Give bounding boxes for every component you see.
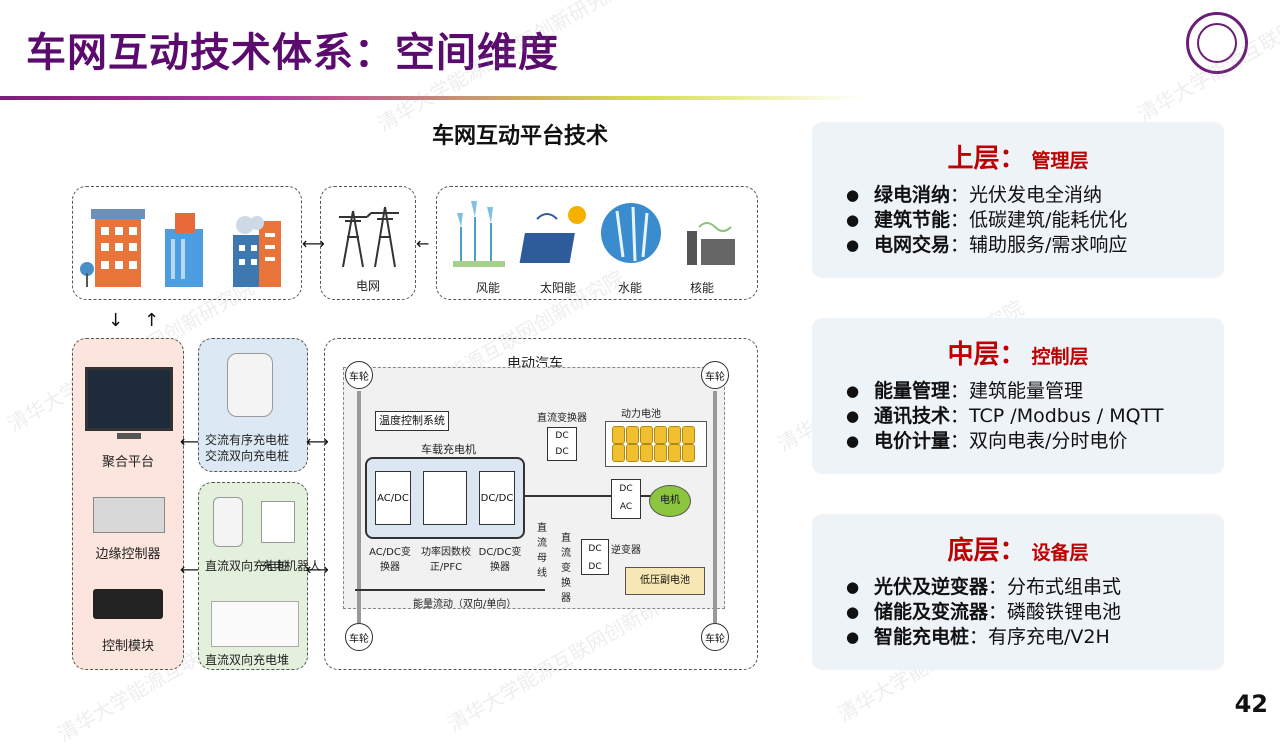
list-item: 能量管理：建筑能量管理 bbox=[846, 379, 1224, 404]
charging-robot-icon bbox=[261, 501, 295, 543]
power-battery-label: 动力电池 bbox=[621, 409, 661, 420]
slide-title: 车网互动技术体系：空间维度 bbox=[26, 30, 559, 76]
wheel-icon: 车轮 bbox=[345, 361, 373, 389]
down-arrow-icon: ↓ bbox=[108, 310, 124, 331]
energy-sources-icons bbox=[453, 201, 735, 267]
power-battery-icon bbox=[605, 421, 707, 467]
motor-icon: 电机 bbox=[649, 485, 691, 517]
panel-name: 控制层 bbox=[1031, 346, 1089, 368]
panel-bottom: 底层：设备层 光伏及逆变器：分布式组串式 储能及变流器：磷酸铁锂电池 智能充电桩… bbox=[812, 514, 1224, 670]
double-arrow-icon: ⟷ bbox=[306, 560, 329, 579]
monitor-icon bbox=[85, 367, 173, 431]
left-arrow-icon: ← bbox=[416, 234, 430, 253]
dc-stack-label: 直流双向充电堆 bbox=[205, 653, 290, 667]
ac-pile-label: 交流双向充电桩 bbox=[205, 449, 290, 463]
control-column: 聚合平台 边缘控制器 控制模块 bbox=[72, 338, 184, 670]
panel-list: 光伏及逆变器：分布式组串式 储能及变流器：磷酸铁锂电池 智能充电桩：有序充电/V… bbox=[846, 575, 1224, 650]
ev-box: 电动汽车 车轮 车轮 车轮 车轮 温度控制系统 车载充电机 AC/DC DC/D… bbox=[324, 338, 758, 670]
list-item: 光伏及逆变器：分布式组串式 bbox=[846, 575, 1224, 600]
left-item-label: 边缘控制器 bbox=[95, 547, 161, 562]
grid-label: 电网 bbox=[355, 279, 380, 293]
buildings-box bbox=[72, 186, 302, 300]
university-logo bbox=[1186, 12, 1248, 74]
source-label-nuclear: 核能 bbox=[689, 281, 714, 295]
acdc-label: AC/DC变换器 bbox=[369, 547, 411, 573]
up-arrow-icon: ↑ bbox=[144, 310, 160, 331]
acdc-chip: AC/DC bbox=[375, 471, 411, 525]
panel-level: 中层 bbox=[947, 340, 1000, 370]
panel-level: 上层 bbox=[947, 144, 1000, 174]
pfc-chip bbox=[423, 471, 467, 525]
double-arrow-icon: ⟷ bbox=[180, 432, 203, 451]
wheel-icon: 车轮 bbox=[701, 361, 729, 389]
panel-upper: 上层：管理层 绿电消纳：光伏发电全消纳 建筑节能：低碳建筑/能耗优化 电网交易：… bbox=[812, 122, 1224, 278]
list-item: 建筑节能：低碳建筑/能耗优化 bbox=[846, 208, 1224, 233]
dc-bus-label: 直流母线 bbox=[537, 523, 547, 579]
energy-sources-box: 风能 太阳能 水能 核能 bbox=[436, 186, 758, 300]
panel-name: 管理层 bbox=[1031, 150, 1089, 172]
edge-controller-icon bbox=[93, 497, 165, 533]
dcdc-chip: DC/DC bbox=[479, 471, 515, 525]
title-underline bbox=[0, 96, 860, 100]
page-number: 42 bbox=[1234, 690, 1268, 718]
source-label-solar: 太阳能 bbox=[539, 281, 576, 295]
dc-converter2-label: 直流变换器 bbox=[561, 533, 571, 604]
ac-pile-label: 交流有序充电桩 bbox=[205, 433, 290, 447]
wheel-icon: 车轮 bbox=[345, 623, 373, 651]
panel-list: 能量管理：建筑能量管理 通讯技术：TCP /Modbus / MQTT 电价计量… bbox=[846, 379, 1224, 454]
inverter-label: 逆变器 bbox=[611, 545, 641, 556]
panel-level: 底层 bbox=[947, 536, 1000, 566]
list-item: 通讯技术：TCP /Modbus / MQTT bbox=[846, 404, 1224, 429]
pfc-label: 功率因数校正/PFC bbox=[421, 547, 471, 573]
panel-middle: 中层：控制层 能量管理：建筑能量管理 通讯技术：TCP /Modbus / MQ… bbox=[812, 318, 1224, 474]
ac-pile-box: 交流有序充电桩 交流双向充电桩 bbox=[198, 338, 308, 472]
list-item: 电网交易：辅助服务/需求响应 bbox=[846, 233, 1224, 258]
dcdc-label: DC/DC变换器 bbox=[478, 547, 522, 573]
panel-list: 绿电消纳：光伏发电全消纳 建筑节能：低碳建筑/能耗优化 电网交易：辅助服务/需求… bbox=[846, 183, 1224, 258]
list-item: 绿电消纳：光伏发电全消纳 bbox=[846, 183, 1224, 208]
temp-control-box: 温度控制系统 bbox=[375, 411, 449, 431]
grid-box: 电网 bbox=[320, 186, 416, 300]
source-label-wind: 风能 bbox=[475, 281, 500, 295]
lv-battery-box: 低压副电池 bbox=[625, 567, 705, 595]
double-arrow-icon: ⟷ bbox=[306, 432, 329, 451]
control-module-icon bbox=[93, 589, 163, 619]
list-item: 电价计量：双向电表/分时电价 bbox=[846, 429, 1224, 454]
double-arrow-icon: ⟷ bbox=[180, 560, 203, 579]
list-item: 智能充电桩：有序充电/V2H bbox=[846, 625, 1224, 650]
panel-name: 设备层 bbox=[1031, 542, 1089, 564]
source-label-hydro: 水能 bbox=[617, 281, 642, 295]
dc-pile-label: 直流双向充电桩 bbox=[205, 559, 290, 573]
dc-stack-icon bbox=[211, 601, 299, 647]
dc-charger-icon bbox=[213, 497, 243, 547]
buildings-icon bbox=[80, 209, 281, 287]
dc-pile-box: 直流双向充电桩 充电机器人 直流双向充电堆 bbox=[198, 482, 321, 670]
transmission-tower-icon bbox=[339, 206, 399, 268]
left-item-label: 控制模块 bbox=[101, 639, 154, 654]
left-item-label: 聚合平台 bbox=[101, 455, 154, 470]
obc-label: 车载充电机 bbox=[421, 443, 476, 456]
list-item: 储能及变流器：磷酸铁锂电池 bbox=[846, 600, 1224, 625]
energy-flow-label: 能量流动（双向/单向） bbox=[413, 599, 517, 610]
robot-label: 充电机器人 bbox=[261, 559, 322, 573]
wheel-icon: 车轮 bbox=[701, 623, 729, 651]
ac-charger-icon bbox=[227, 353, 273, 417]
diagram-title: 车网互动平台技术 bbox=[432, 124, 609, 149]
dc-converter-label: 直流变换器 bbox=[537, 413, 587, 424]
double-arrow-icon: ⟷ bbox=[302, 234, 325, 253]
